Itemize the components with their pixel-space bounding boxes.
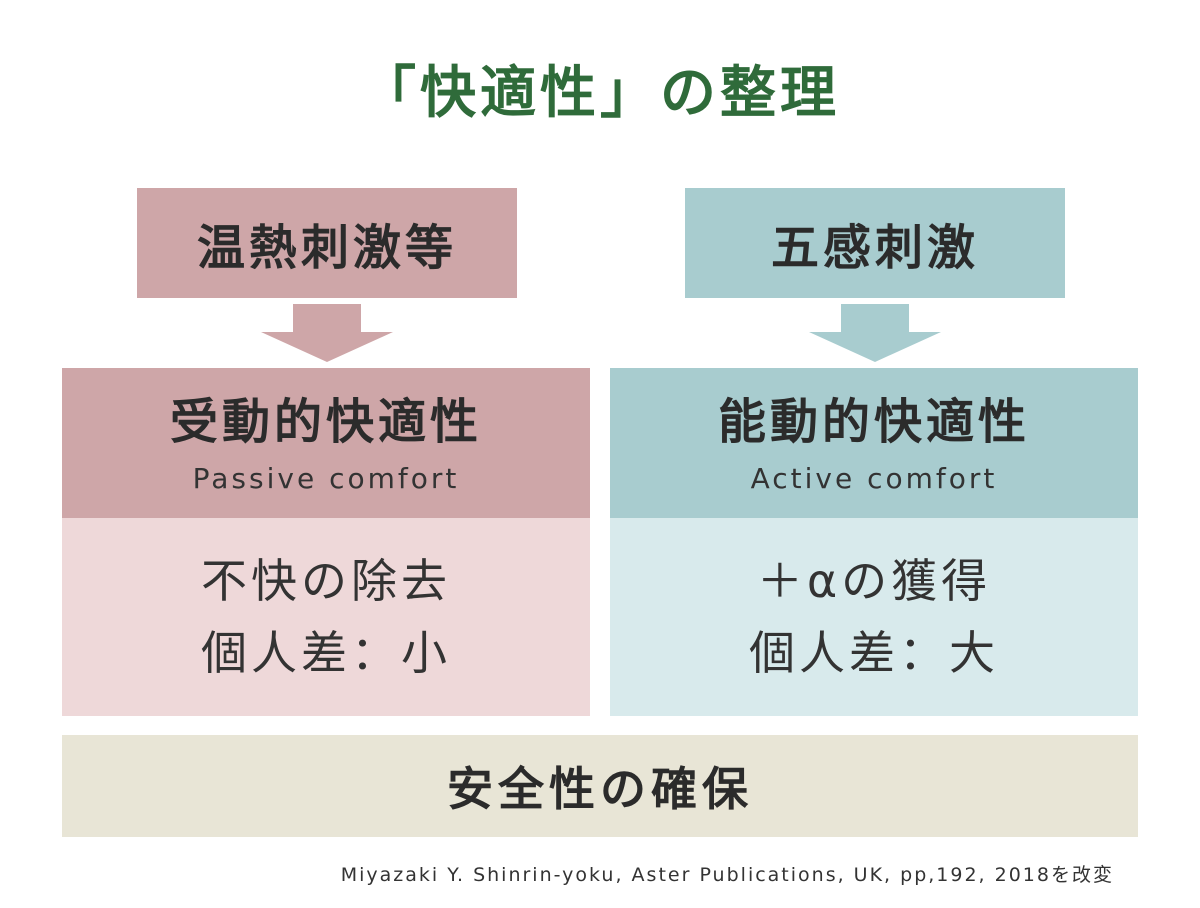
passive-detail-line-2: 個人差：小	[201, 626, 451, 680]
citation: Miyazaki Y. Shinrin-yoku, Aster Publicat…	[340, 864, 1114, 886]
left-down-arrow-icon	[261, 304, 393, 362]
passive-comfort-header: 受動的快適性 Passive comfort	[62, 368, 590, 518]
diagram-title: 「快適性」の整理	[360, 61, 840, 126]
safety-foundation-box: 安全性の確保	[62, 735, 1138, 837]
active-comfort-header: 能動的快適性 Active comfort	[610, 368, 1138, 518]
right-stimulus-box: 五感刺激	[685, 188, 1065, 298]
active-comfort-title: 能動的快適性	[717, 393, 1030, 450]
right-stimulus-label: 五感刺激	[770, 220, 979, 276]
passive-comfort-subtitle: Passive comfort	[192, 461, 460, 495]
passive-comfort-details: 不快の除去 個人差：小	[62, 518, 590, 716]
passive-comfort-title: 受動的快適性	[169, 393, 482, 450]
active-comfort-details: ＋αの獲得 個人差：大	[610, 518, 1138, 716]
left-stimulus-box: 温熱刺激等	[137, 188, 517, 298]
safety-foundation-label: 安全性の確保	[447, 762, 753, 816]
passive-detail-line-1: 不快の除去	[201, 554, 451, 608]
left-stimulus-label: 温熱刺激等	[196, 220, 457, 276]
active-detail-line-1: ＋αの獲得	[756, 554, 992, 608]
right-down-arrow-icon	[809, 304, 941, 362]
active-detail-line-2: 個人差：大	[749, 626, 999, 680]
active-comfort-subtitle: Active comfort	[750, 461, 998, 495]
